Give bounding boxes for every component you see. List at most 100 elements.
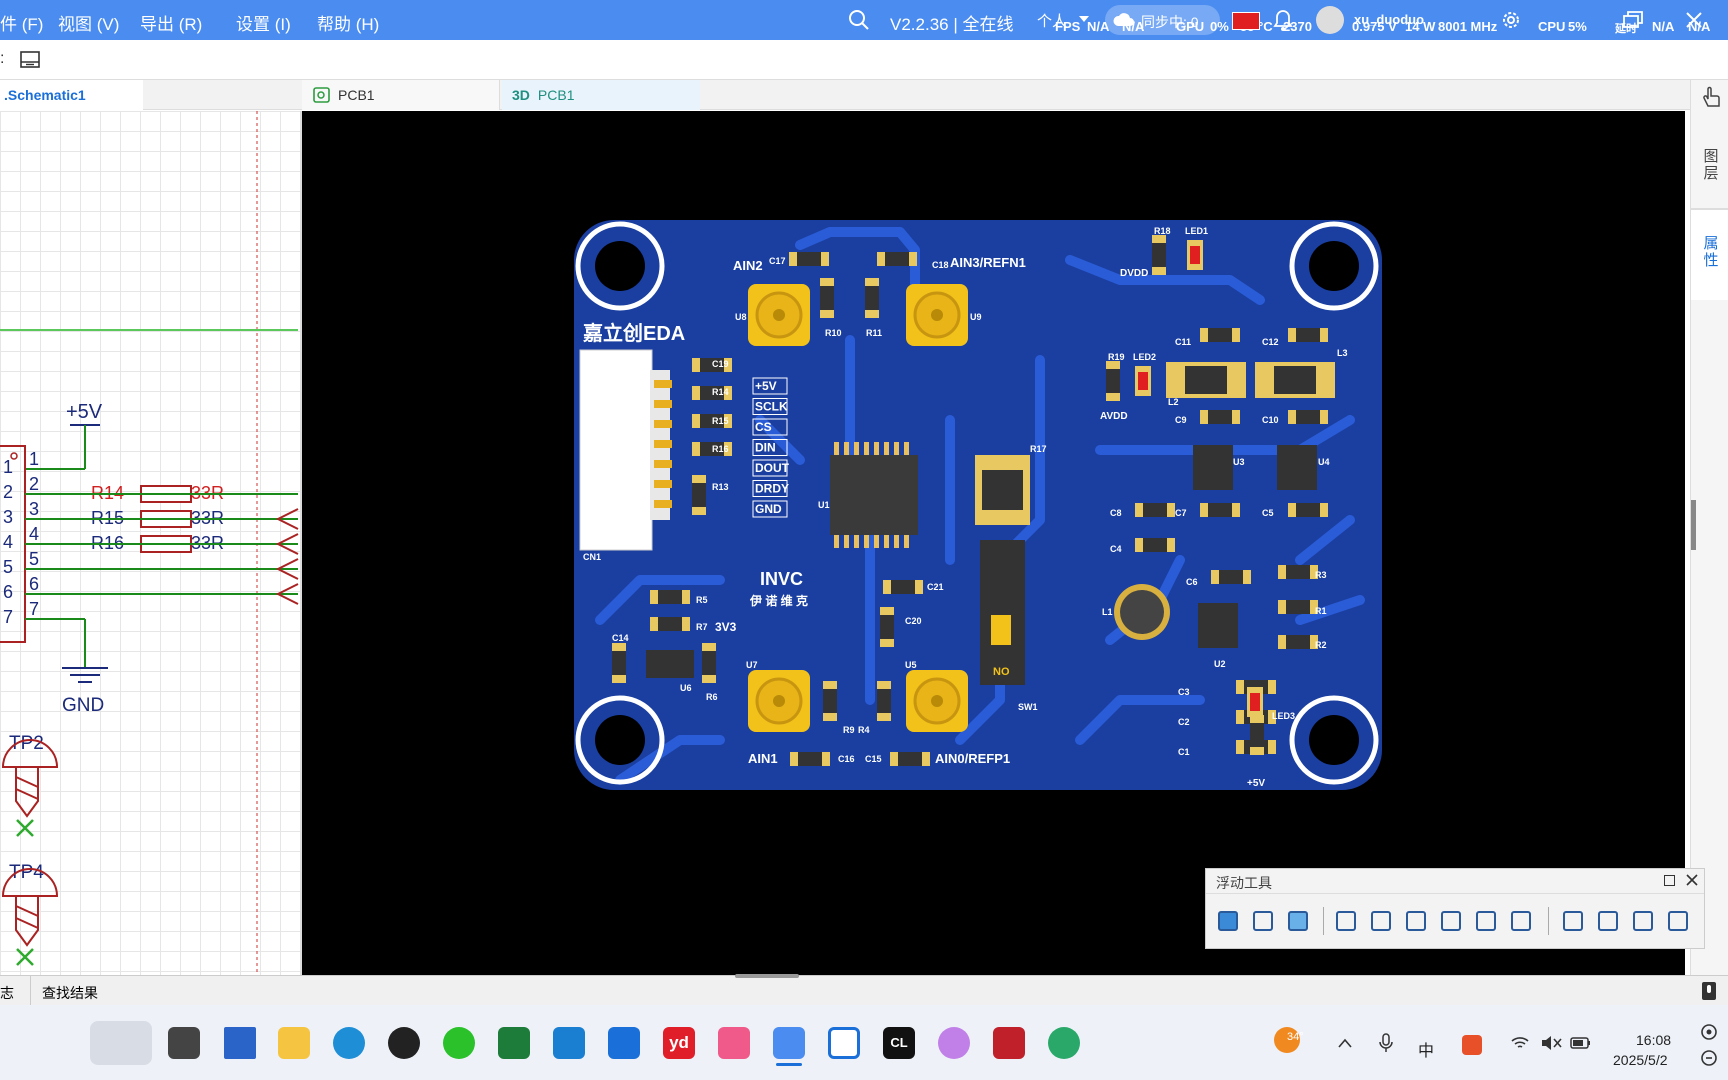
username[interactable]: xu_duoduo (1354, 12, 1425, 27)
vscode-icon[interactable] (553, 1027, 585, 1059)
cn1-pins (654, 380, 672, 508)
gear-icon[interactable] (1500, 9, 1522, 31)
view-top-icon[interactable] (1476, 911, 1496, 931)
view-iso-2-icon[interactable] (1253, 911, 1273, 931)
smd-part (1205, 503, 1235, 517)
excel-icon[interactable] (498, 1027, 530, 1059)
battery-icon[interactable] (1570, 1035, 1592, 1051)
menu-view[interactable]: 视图 (V) (58, 15, 120, 34)
smd-part (794, 252, 824, 266)
layers-icon[interactable] (1563, 911, 1583, 931)
maximize-icon[interactable] (1664, 875, 1675, 886)
menu-settings[interactable]: 设置 (I) (236, 15, 291, 34)
youdao-icon[interactable]: yd (663, 1027, 695, 1059)
microphone-icon[interactable] (1378, 1033, 1394, 1053)
sidebar-grip[interactable] (1691, 500, 1696, 550)
tab-layers[interactable]: 图层 (1703, 148, 1719, 182)
pcb-3d-viewport[interactable]: 嘉立创EDA INVC 伊 诺 维 克 AIN2 AIN3/REFN1 AIN1… (302, 111, 1685, 975)
tab-schematic[interactable]: .Schematic1 (0, 80, 143, 110)
silk-ain3: AIN3/REFN1 (950, 255, 1026, 270)
user-mode-dropdown[interactable]: 个人 (1037, 13, 1068, 30)
close-icon[interactable] (1683, 9, 1705, 31)
microphone-icon[interactable] (1700, 981, 1718, 1001)
clock-date[interactable]: 2025/5/2 (1613, 1052, 1668, 1068)
pane-divider[interactable] (300, 111, 302, 975)
gpu-percent: 0% (1210, 19, 1229, 34)
silk-u5: U5 (905, 660, 917, 670)
chevron-up-icon[interactable] (1337, 1037, 1353, 1049)
smd-part (880, 612, 894, 642)
app-s-tray-icon[interactable] (1462, 1035, 1482, 1055)
edge-browser-icon[interactable] (333, 1027, 365, 1059)
bottom-panel-tabs: 志 查找结果 (0, 974, 1728, 1006)
view-right-icon[interactable] (1441, 911, 1461, 931)
refresh-icon[interactable] (1668, 911, 1688, 931)
smd-part (1106, 366, 1120, 396)
menu-file[interactable]: 件 (F) (0, 15, 44, 34)
panel-toggle-icon[interactable] (20, 51, 40, 69)
fullscreen-icon[interactable] (1598, 911, 1618, 931)
app-link-icon[interactable] (608, 1027, 640, 1059)
task-view-icon[interactable] (168, 1027, 200, 1059)
ime-indicator[interactable]: 中 (1418, 1043, 1435, 1060)
pcb-3d-render[interactable]: 嘉立创EDA INVC 伊 诺 维 克 AIN2 AIN3/REFN1 AIN1… (302, 111, 1685, 975)
sma-connectors (748, 284, 968, 732)
notification-icon[interactable] (1700, 1023, 1718, 1041)
menu-export[interactable]: 导出 (R) (140, 15, 203, 34)
view-back-icon[interactable] (1371, 911, 1391, 931)
notification-center-icon[interactable] (1700, 1049, 1718, 1067)
qq-icon[interactable] (388, 1027, 420, 1059)
version-label: V2.2.36 | 全在线 (890, 15, 1014, 34)
silk-l1: L1 (1102, 607, 1113, 617)
view-front-icon[interactable] (1336, 911, 1356, 931)
file-explorer-icon[interactable] (278, 1027, 310, 1059)
app-wps-icon[interactable] (224, 1027, 256, 1059)
header-label-box (752, 480, 788, 497)
silk-c7: C7 (1175, 508, 1187, 518)
close-icon[interactable] (1686, 874, 1698, 886)
bell-icon[interactable] (1273, 9, 1293, 31)
panel-resize-handle[interactable] (735, 974, 799, 978)
tab-log[interactable]: 志 (0, 985, 14, 1001)
restore-window-icon[interactable] (1622, 10, 1646, 30)
app-green-icon[interactable] (1048, 1027, 1080, 1059)
clock-time[interactable]: 16:08 (1636, 1032, 1672, 1048)
wechat-icon[interactable] (443, 1027, 475, 1059)
app-v-icon[interactable] (828, 1027, 860, 1059)
export-image-icon[interactable] (1633, 911, 1653, 931)
search-icon[interactable] (847, 8, 871, 32)
matlab-icon[interactable] (993, 1027, 1025, 1059)
jlc-eda-icon[interactable] (773, 1027, 805, 1059)
view-iso-3-icon[interactable] (1288, 911, 1308, 931)
app-cat-icon[interactable] (938, 1027, 970, 1059)
sync-pill[interactable]: 同步中: 0 (1105, 5, 1220, 35)
silk-r13: R13 (712, 482, 729, 492)
pointer-hand-icon[interactable] (1701, 86, 1721, 108)
tab-properties[interactable]: 属性 (1703, 235, 1719, 269)
view-left-icon[interactable] (1406, 911, 1426, 931)
app-pink-icon[interactable] (718, 1027, 750, 1059)
tab-3d-icon: 3D (512, 87, 530, 103)
view-bottom-icon[interactable] (1511, 911, 1531, 931)
silk-r6: R6 (706, 692, 718, 702)
smd-part (895, 752, 925, 766)
wifi-icon[interactable] (1510, 1035, 1530, 1051)
menu-help[interactable]: 帮助 (H) (317, 15, 380, 34)
speaker-muted-icon[interactable] (1540, 1035, 1562, 1051)
silk-r17: R17 (1030, 444, 1047, 454)
mounting-holes (575, 221, 1379, 785)
connector-pin-label: 4 (29, 524, 39, 544)
weather-icon[interactable] (1274, 1027, 1300, 1053)
tab-find-results[interactable]: 查找结果 (42, 985, 98, 1001)
search-widget[interactable] (90, 1021, 152, 1065)
inductor-l2 (1185, 366, 1227, 394)
avatar[interactable] (1316, 6, 1344, 34)
tab-pcb[interactable]: PCB1 (302, 80, 500, 110)
view-iso-icon[interactable] (1218, 911, 1238, 931)
connector-pin-label: 2 (29, 474, 39, 494)
clion-icon[interactable]: CL (883, 1027, 915, 1059)
